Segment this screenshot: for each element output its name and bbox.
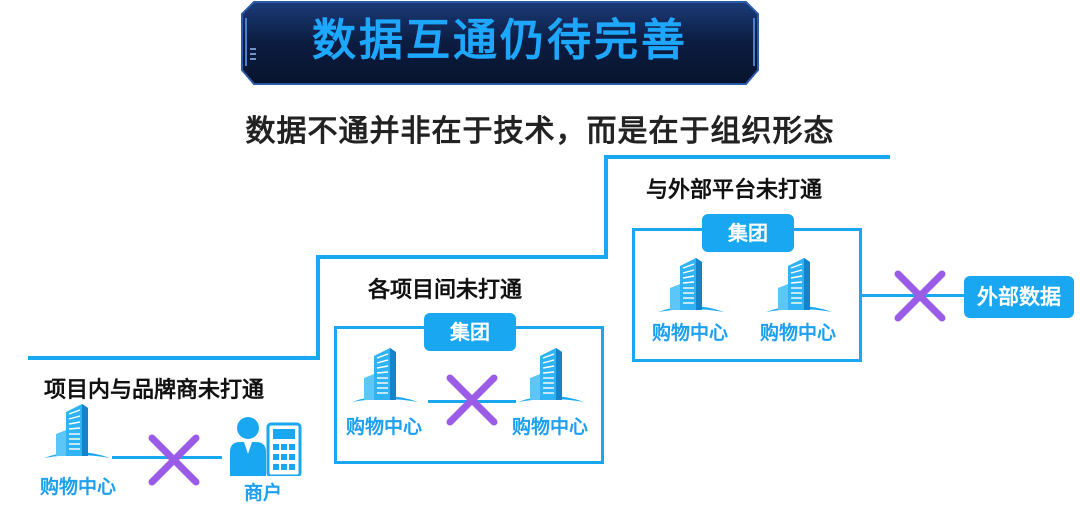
mall-label: 购物中心 [511, 416, 588, 438]
building-icon [656, 254, 726, 324]
merchant-icon [230, 417, 302, 476]
building-icon [42, 400, 112, 470]
mall-label: 购物中心 [759, 322, 836, 344]
mall-label: 购物中心 [39, 476, 116, 498]
subtitle: 数据不通并非在于技术，而是在于组织形态 [245, 114, 835, 149]
connector-line [862, 294, 966, 297]
title-banner: 数据互通仍待完善 [240, 0, 760, 86]
group-pill: 集团 [702, 214, 794, 252]
building-icon [516, 344, 586, 414]
merchant-label: 商户 [243, 482, 282, 504]
step-label-projects: 各项目间未打通 [368, 278, 523, 303]
mall-label: 购物中心 [651, 322, 728, 344]
building-icon [350, 344, 420, 414]
step-label-project-brand: 项目内与品牌商未打通 [44, 378, 265, 403]
step-label-external: 与外部平台未打通 [646, 178, 823, 203]
page-title: 数据互通仍待完善 [312, 15, 688, 66]
cross-icon [146, 432, 202, 488]
mall-label: 购物中心 [345, 416, 422, 438]
cross-icon [444, 372, 500, 428]
building-icon [764, 254, 834, 324]
cross-icon [892, 268, 948, 324]
group-pill: 集团 [424, 313, 516, 351]
external-data-badge: 外部数据 [964, 276, 1074, 318]
